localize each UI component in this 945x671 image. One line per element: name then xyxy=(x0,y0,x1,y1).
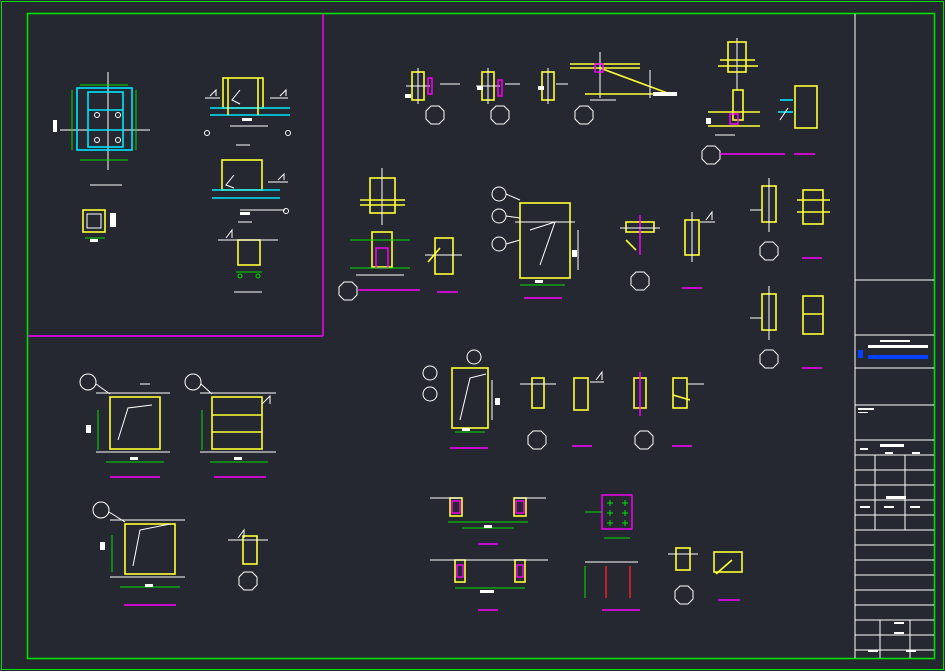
title-block xyxy=(855,279,934,658)
detail-beam-column-mid xyxy=(212,159,289,223)
detail-splice-group-mid xyxy=(520,370,704,450)
detail-panel-border xyxy=(28,14,324,337)
detail-channel-section xyxy=(218,228,278,293)
detail-marker-row-top xyxy=(425,105,594,125)
detail-box-section xyxy=(82,209,116,242)
detail-frame-knee-left xyxy=(79,373,170,478)
detail-frame-knee-bottom xyxy=(92,501,185,606)
title-block-accent-bar xyxy=(868,355,928,359)
detail-column-right-pair-lower xyxy=(750,286,824,369)
detail-small-joint-bottom xyxy=(228,528,268,591)
detail-small-joint-lower-right xyxy=(668,547,743,605)
detail-column-base-plan xyxy=(53,72,150,186)
detail-base-connection-lower xyxy=(430,559,640,611)
detail-column-joint-upper-right xyxy=(701,38,818,165)
detail-beam-stub-mid xyxy=(620,210,715,291)
detail-haunch-section xyxy=(491,186,579,299)
detail-splice-group-top xyxy=(405,52,677,104)
detail-gusset-small xyxy=(425,237,462,293)
detail-base-connection-upper xyxy=(430,497,546,545)
detail-beam-column-top xyxy=(204,77,291,146)
detail-bolt-plate xyxy=(585,494,633,539)
detail-haunch-section-lower xyxy=(422,349,500,449)
detail-column-splice-left xyxy=(338,168,420,301)
detail-column-right-pair-upper xyxy=(750,178,830,261)
detail-frame-knee-right xyxy=(184,373,276,478)
